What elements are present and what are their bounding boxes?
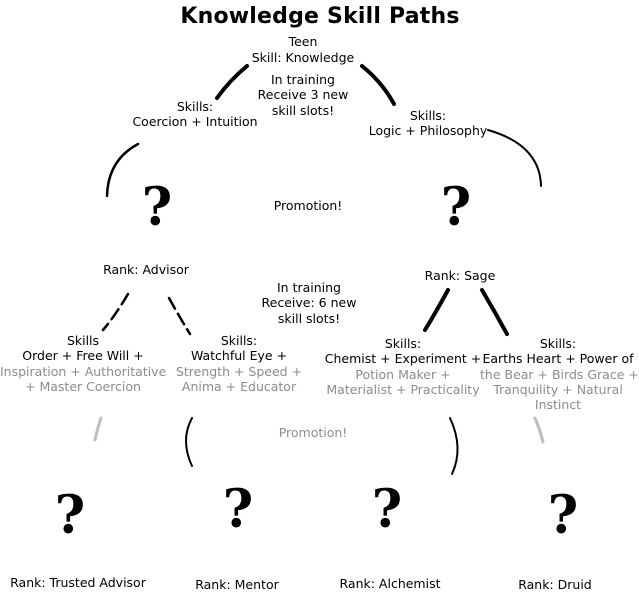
question-mark-icon-druid: ? <box>547 485 579 546</box>
connector-advisor-left <box>101 292 130 332</box>
leaf-more-skills: Inspiration + Authoritative + Master Coe… <box>0 363 167 394</box>
leaf-heading: Skills: <box>539 336 577 351</box>
leaf-first-skill: Earths Heart + Power of <box>482 351 634 367</box>
connector-root-right <box>360 64 396 106</box>
connector-leaf3-down <box>449 417 459 475</box>
rank-mentor-label: Rank: Mentor <box>195 577 279 592</box>
question-mark-icon-advisor: ? <box>141 177 173 238</box>
root-skill-label: Skill: Knowledge <box>251 50 355 65</box>
connector-sage-right <box>480 288 509 336</box>
connector-leaf1-down <box>93 416 103 442</box>
leaf-skills-druid: Skills: Earths Heart + Power of the Bear… <box>480 336 639 413</box>
rank-advisor-label: Rank: Advisor <box>103 262 189 277</box>
leaf-skills-trusted-advisor: Skills Order + Free Will + Inspiration +… <box>0 333 166 394</box>
leaf-heading: Skills <box>66 333 100 348</box>
leaf-first-skill: Watchful Eye + <box>190 348 288 364</box>
rank-druid-label: Rank: Druid <box>518 577 592 592</box>
root-stage-label: Teen <box>288 34 318 49</box>
leaf-skills-alchemist: Skills: Chemist + Experiment + Potion Ma… <box>323 336 483 397</box>
connector-leaf4-down <box>533 416 545 444</box>
leaf-heading: Skills: <box>384 336 422 351</box>
rank-trusted-advisor-label: Rank: Trusted Advisor <box>10 575 146 590</box>
connector-right-down <box>487 129 542 187</box>
promotion-label-2: Promotion! <box>278 425 348 440</box>
branch-left-skills: Skills: Coercion + Intuition <box>132 99 258 130</box>
leaf-more-skills: Potion Maker + Materialist + Practicalit… <box>326 366 480 397</box>
page-title: Knowledge Skill Paths <box>180 4 460 29</box>
connector-advisor-right <box>167 296 192 336</box>
connector-sage-left <box>423 288 450 332</box>
leaf-more-skills: the Bear + Birds Grace + Tranquility + N… <box>480 366 639 413</box>
connector-leaf2-down <box>185 417 193 467</box>
leaf-skills-mentor: Skills: Watchful Eye + Strength + Speed … <box>168 333 310 394</box>
connector-left-down <box>105 142 140 198</box>
rank-sage-label: Rank: Sage <box>424 268 496 283</box>
rank-alchemist-label: Rank: Alchemist <box>339 576 441 591</box>
branch-right-skills: Skills: Logic + Philosophy <box>368 108 488 139</box>
question-mark-icon-trusted-advisor: ? <box>54 485 86 546</box>
training-note-1: In training Receive 3 new skill slots! <box>257 72 349 118</box>
leaf-first-skill: Chemist + Experiment + <box>324 351 482 367</box>
promotion-label-1: Promotion! <box>273 198 343 213</box>
leaf-heading: Skills: <box>220 333 258 348</box>
question-mark-icon-mentor: ? <box>222 479 254 540</box>
question-mark-icon-sage: ? <box>440 177 472 238</box>
training-note-2: In training Receive: 6 new skill slots! <box>261 280 357 326</box>
leaf-first-skill: Order + Free Will + <box>22 348 144 364</box>
leaf-more-skills: Strength + Speed + Anima + Educator <box>175 363 303 394</box>
connector-root-left <box>215 64 249 100</box>
question-mark-icon-alchemist: ? <box>371 479 403 540</box>
